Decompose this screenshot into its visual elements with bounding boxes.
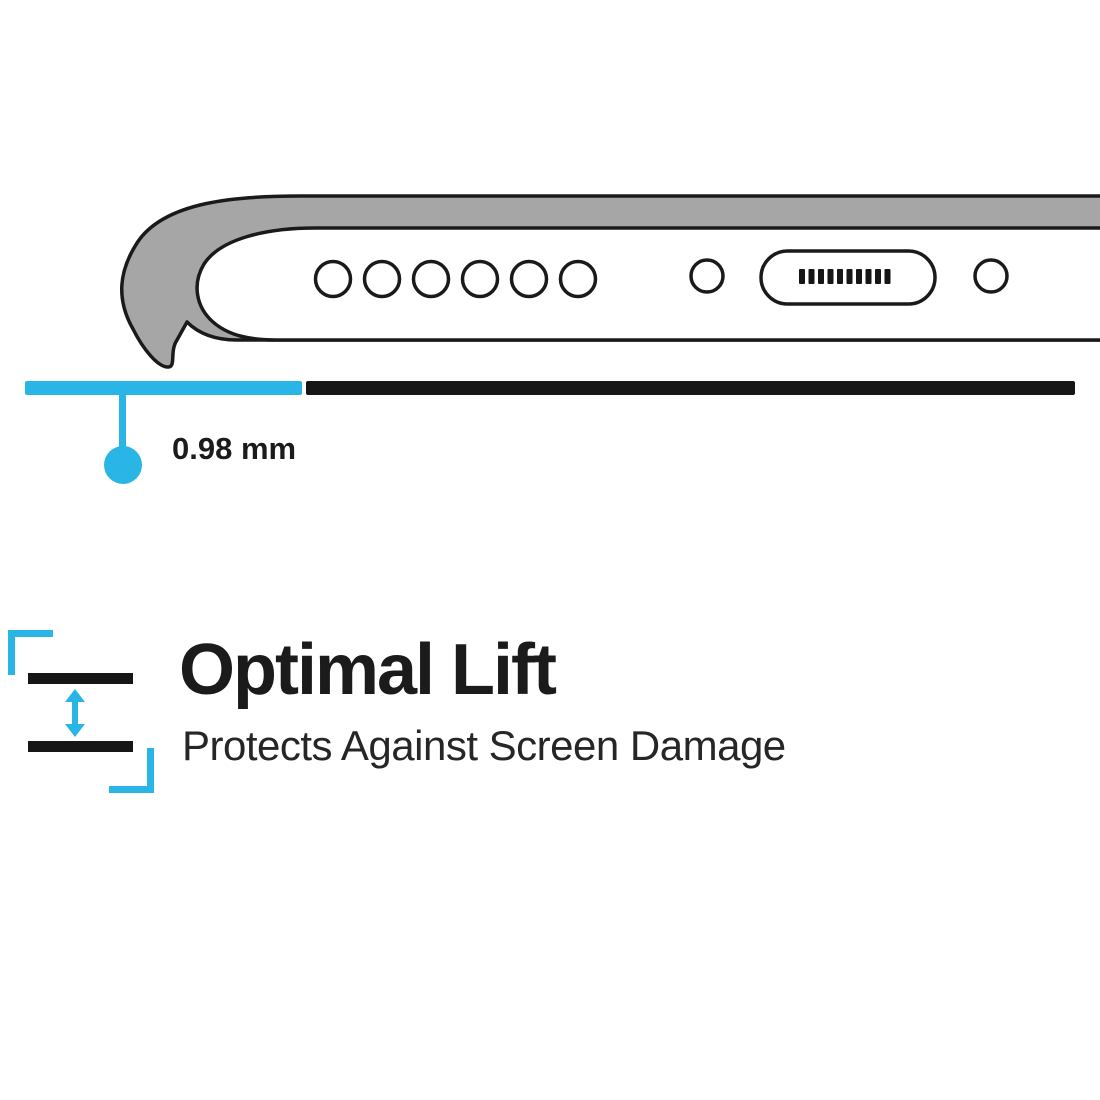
corner-bracket-bottom-right-icon: [109, 748, 154, 793]
phone-body: [195, 226, 1100, 342]
gap-top-line: [28, 673, 133, 684]
speaker-hole: [558, 259, 598, 299]
speaker-hole: [362, 259, 402, 299]
measure-point-dot: [104, 446, 142, 484]
corner-bracket-top-left-icon: [8, 630, 53, 675]
speaker-hole: [313, 259, 353, 299]
surface-reference-bar: [306, 381, 1075, 395]
feature-title: Optimal Lift: [179, 630, 557, 710]
gap-bottom-line: [28, 741, 133, 752]
mic-hole: [689, 258, 725, 294]
feature-subtitle: Protects Against Screen Damage: [182, 722, 786, 769]
charging-port: [759, 249, 937, 306]
speaker-hole: [411, 259, 451, 299]
charging-port-pins: [799, 269, 891, 284]
lift-measure-bar-accent: [25, 381, 302, 395]
speaker-hole: [460, 259, 500, 299]
lift-gap-icon: [0, 0, 180, 1100]
case-outer-shape: [120, 194, 1100, 369]
vertical-double-arrow-icon: [65, 689, 85, 737]
phone-case-illustration: [120, 194, 1100, 369]
speaker-hole: [509, 259, 549, 299]
measure-drop-line: [119, 394, 126, 450]
aux-hole: [973, 258, 1009, 294]
lift-measurement-value: 0.98 mm: [172, 431, 297, 466]
